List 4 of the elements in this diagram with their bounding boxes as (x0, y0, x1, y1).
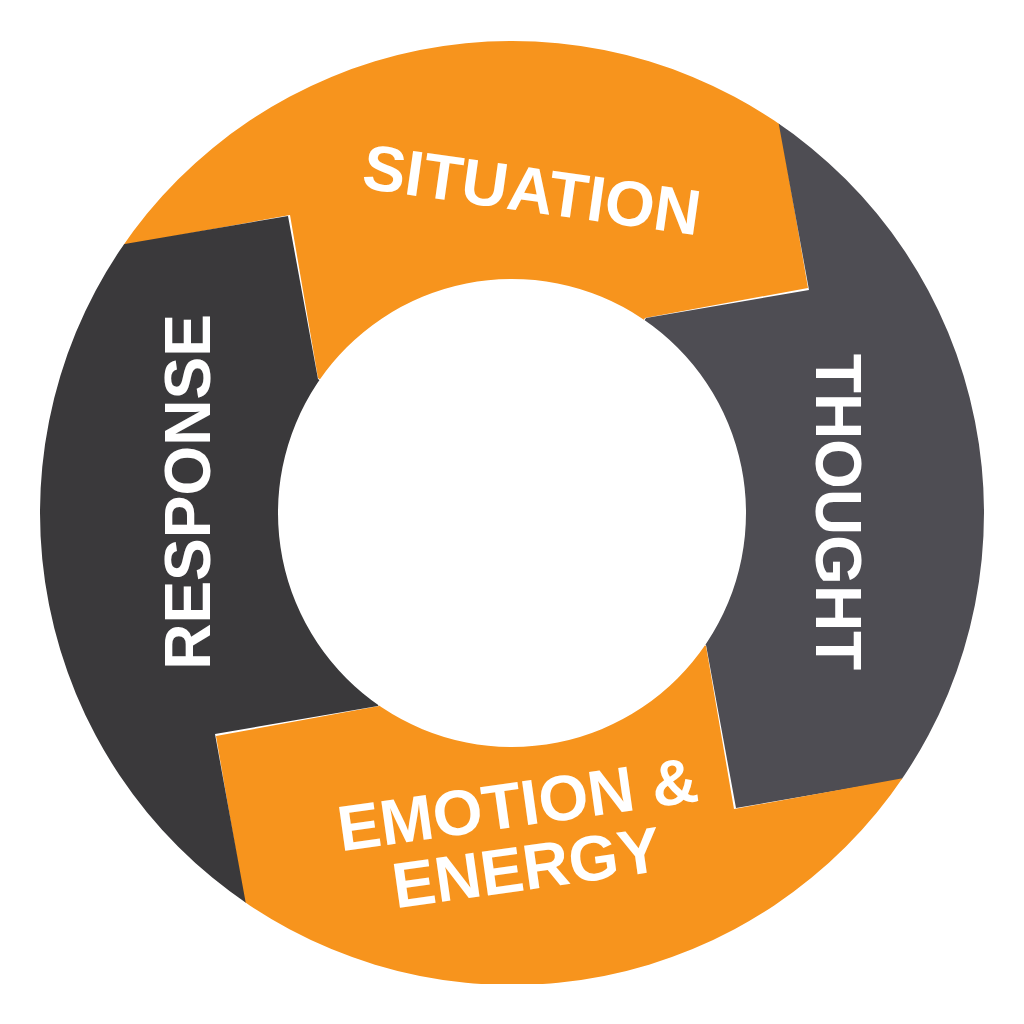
segment-label: RESPONSE (156, 314, 220, 670)
segment-label: SITUATION (359, 134, 705, 246)
segment-label: EMOTION & ENERGY (331, 746, 704, 925)
segment-label: THOUGHT (806, 353, 870, 671)
